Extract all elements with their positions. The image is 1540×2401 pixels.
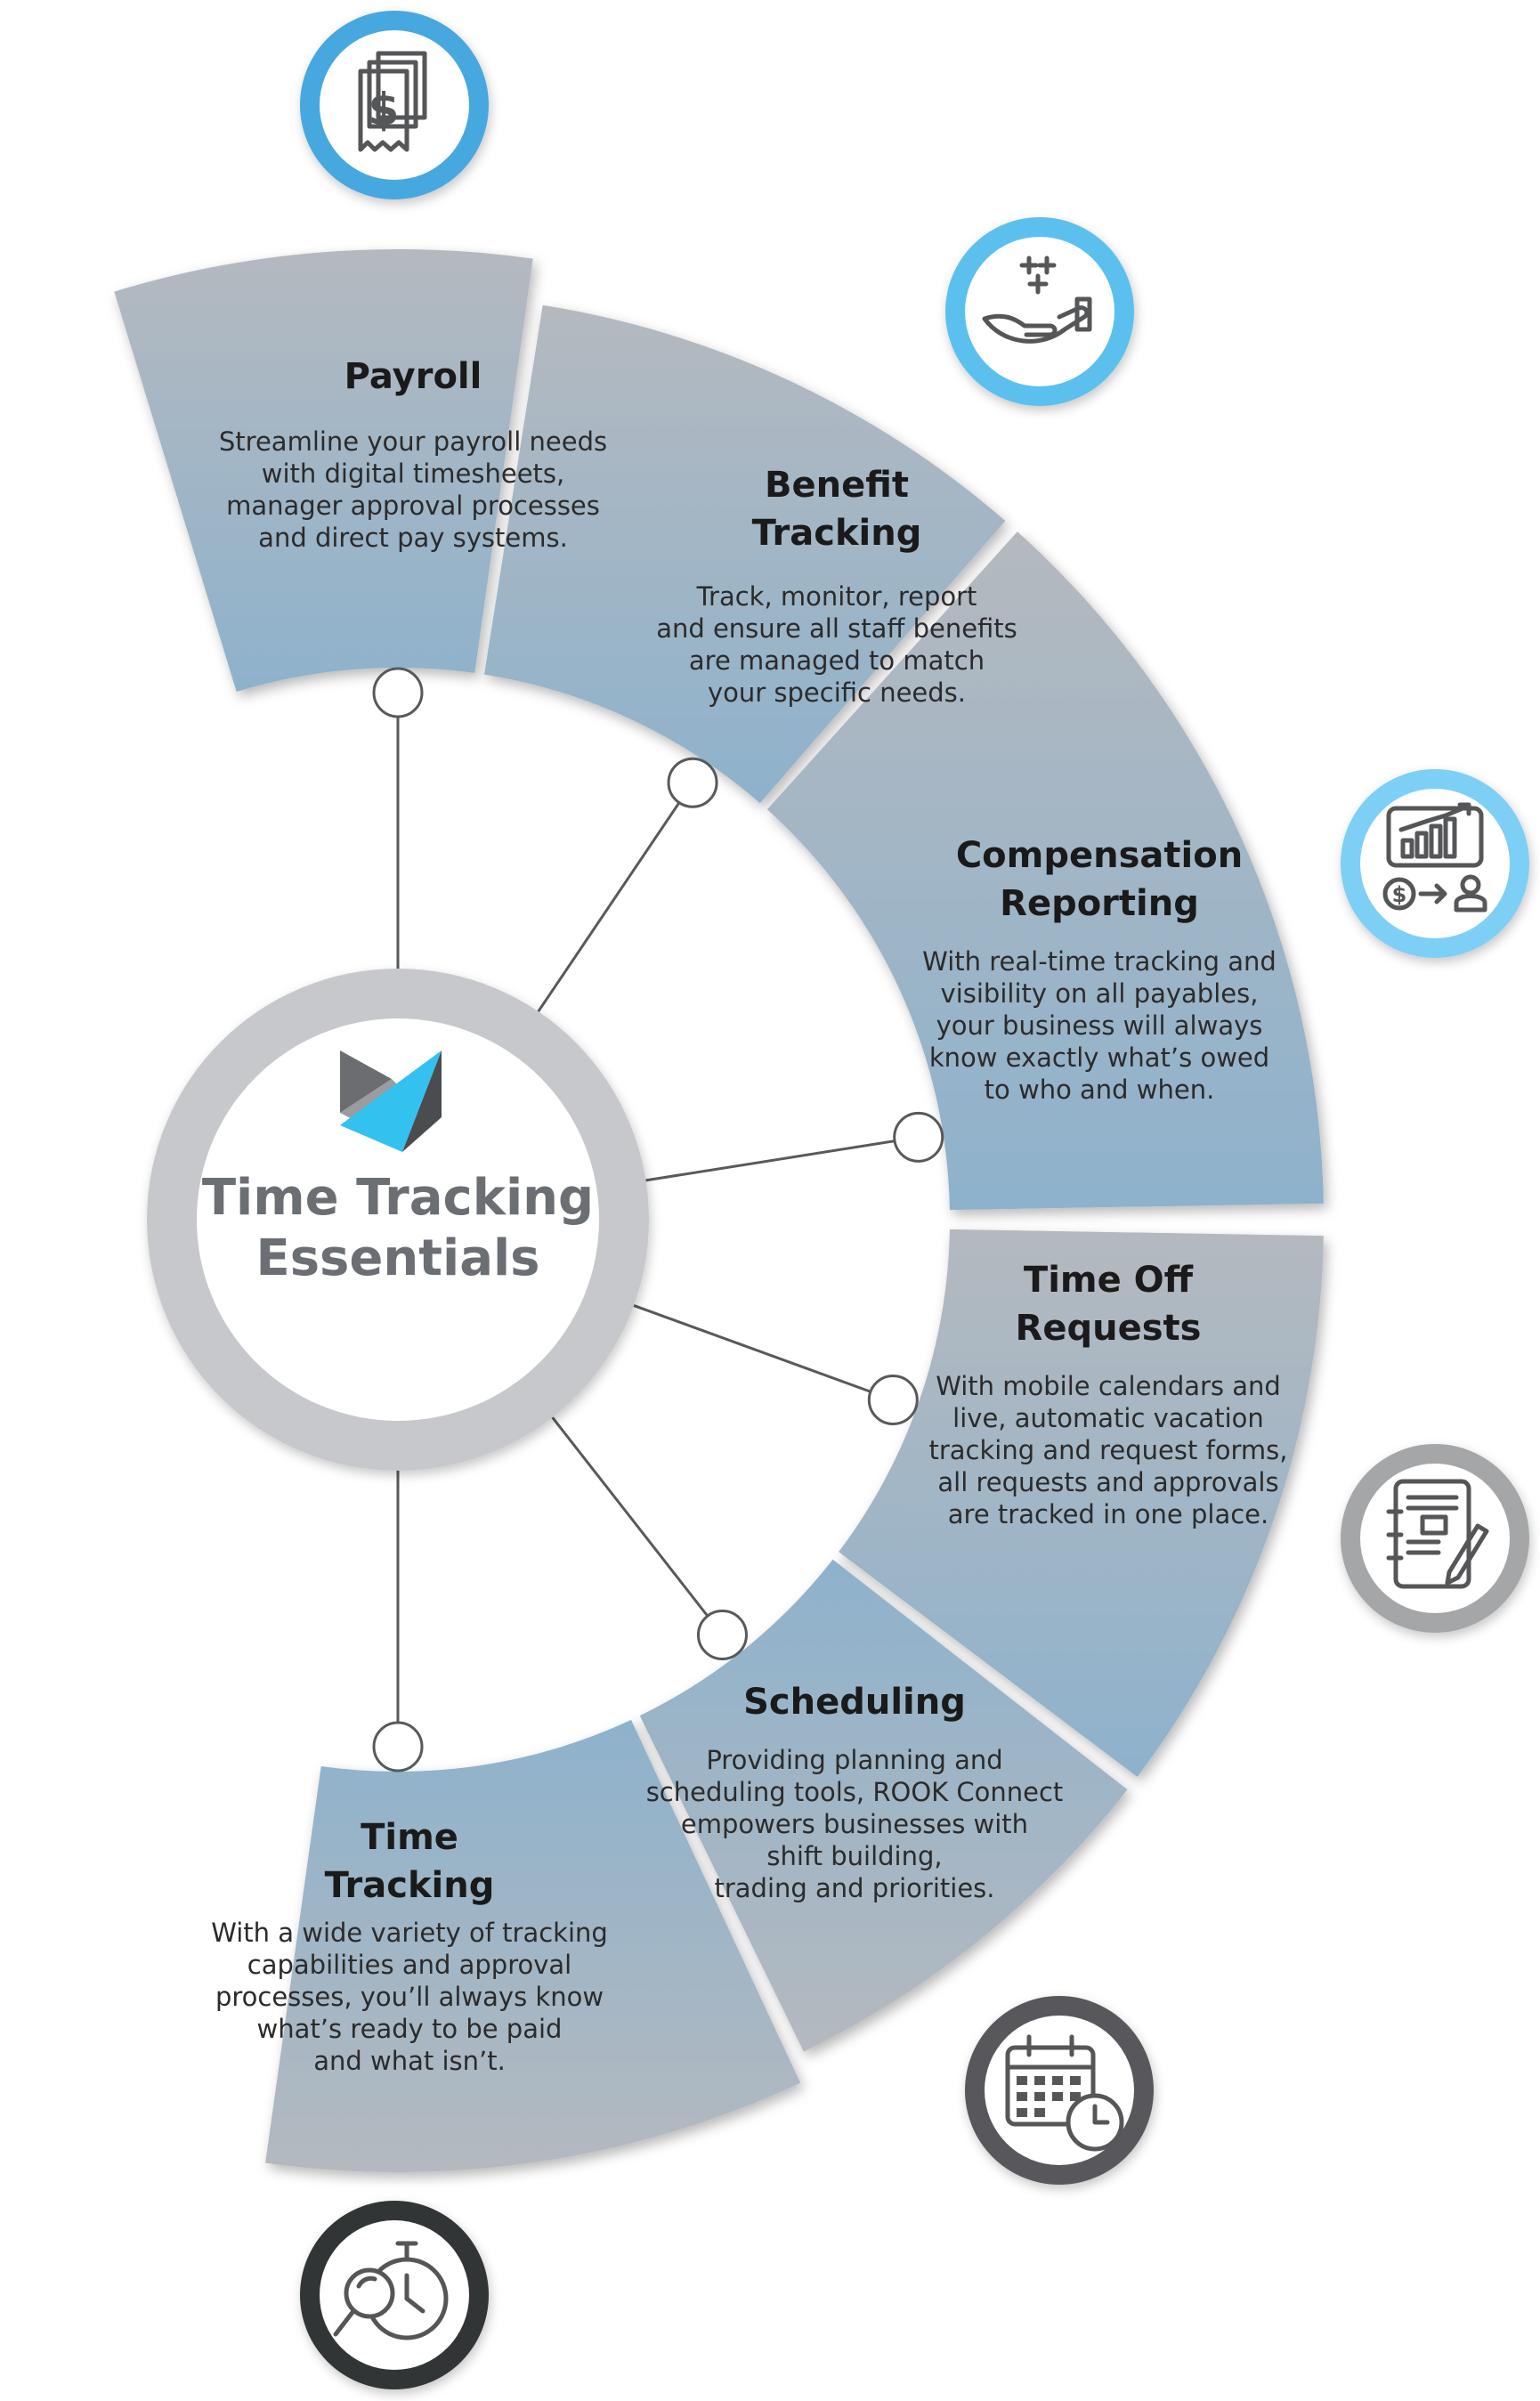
segment-description: Streamline your payroll needs with digit…	[178, 426, 648, 554]
description-line: with digital timesheets,	[261, 458, 565, 489]
center-title-line-1: Time Tracking	[201, 1169, 595, 1227]
description-line: and ensure all staff benefits	[656, 613, 1017, 644]
segment-title-line-1: Benefit	[765, 465, 909, 506]
description-line: processes, you’ll always know	[215, 1982, 604, 2012]
connector-node	[867, 1374, 919, 1425]
connector-line	[551, 1416, 724, 1636]
center-title: Time Tracking Essentials	[193, 1168, 603, 1289]
description-line: all requests and approvals	[937, 1467, 1279, 1497]
icon-badge-payroll: $	[300, 11, 489, 199]
segment-shape-payroll	[114, 249, 533, 693]
description-line: are managed to match	[688, 645, 985, 676]
description-line: tracking and request forms,	[928, 1435, 1288, 1465]
connector-node	[667, 757, 718, 808]
center-title-line-2: Essentials	[255, 1229, 540, 1287]
segment-scheduling: Scheduling Providing planning and schedu…	[623, 1678, 1086, 1904]
rook-logo-icon	[340, 1050, 442, 1152]
connector-node	[372, 1721, 424, 1772]
description-line: know exactly what’s owed	[928, 1042, 1270, 1073]
segment-shape-time-off-requests	[839, 1229, 1324, 1777]
description-line: capabilities and approval	[247, 1950, 572, 1980]
segment-shape-time-tracking	[265, 1719, 801, 2172]
segment-description: Track, monitor, report and ensure all st…	[614, 580, 1059, 709]
segment-payroll: Payroll Streamline your payroll needs wi…	[178, 353, 648, 554]
description-line: shift building,	[766, 1841, 943, 1871]
connector-node	[696, 1610, 748, 1661]
segment-benefit-tracking: Benefit Tracking Track, monitor, report …	[614, 461, 1059, 709]
segment-title-line-1: Time	[361, 1817, 458, 1858]
time-off-form-icon	[1386, 1479, 1489, 1589]
segment-title-line-2: Reporting	[1000, 883, 1199, 924]
segment-compensation-reporting: Compensation Reporting With real-time tr…	[890, 831, 1309, 1106]
stopwatch-search-icon	[333, 2241, 449, 2340]
icon-badge-scheduling	[965, 1996, 1154, 2185]
connector-line	[645, 1135, 919, 1182]
description-line: live, automatic vacation	[952, 1403, 1264, 1433]
icon-badge-compensation-reporting: $	[1341, 769, 1529, 958]
description-line: Providing planning and	[706, 1745, 1003, 1775]
segment-title: Payroll	[344, 356, 482, 397]
svg-text:$: $	[369, 84, 400, 135]
calendar-clock-icon	[1005, 2034, 1124, 2152]
payroll-receipt-icon: $	[358, 51, 427, 152]
description-line: your business will always	[936, 1010, 1263, 1041]
icon-badge-time-tracking	[300, 2201, 489, 2389]
description-line: With a wide variety of tracking	[211, 1918, 608, 1948]
svg-text:$: $	[1392, 882, 1407, 907]
description-line: manager approval processes	[226, 491, 600, 521]
segment-title-line-2: Tracking	[324, 1865, 495, 1906]
icon-badge-benefit-tracking	[945, 217, 1134, 406]
center-hub	[147, 969, 649, 1471]
segment-shape-benefit-tracking	[483, 304, 1006, 804]
description-line: empowers businesses with	[680, 1809, 1029, 1839]
description-line: your specific needs.	[707, 677, 966, 708]
description-line: visibility on all payables,	[940, 978, 1259, 1009]
description-line: scheduling tools, ROOK Connect	[645, 1777, 1064, 1807]
description-line: With mobile calendars and	[936, 1371, 1281, 1401]
description-line: trading and priorities.	[714, 1873, 995, 1903]
description-line: to who and when.	[984, 1075, 1215, 1105]
benefit-hand-icon	[982, 256, 1092, 344]
segment-description: With a wide variety of tracking capabili…	[178, 1917, 641, 2077]
connector-node	[372, 667, 424, 718]
icon-badge-time-off-requests	[1341, 1444, 1529, 1633]
segment-time-tracking: Time Tracking With a wide variety of tra…	[178, 1813, 641, 2077]
connector-line	[633, 1304, 894, 1401]
segment-title-line-1: Compensation	[955, 835, 1244, 876]
segment-title-line-2: Requests	[1015, 1308, 1202, 1349]
description-line: are tracked in one place.	[947, 1499, 1269, 1529]
description-line: Track, monitor, report	[696, 581, 977, 612]
segment-title: Scheduling	[743, 1682, 966, 1723]
description-line: and what isn’t.	[313, 2046, 506, 2076]
segment-title-line-2: Tracking	[751, 513, 922, 554]
segment-description: Providing planning and scheduling tools,…	[623, 1744, 1086, 1904]
segment-shape-compensation-reporting	[766, 531, 1324, 1211]
segment-description: With real-time tracking and visibility o…	[890, 945, 1309, 1106]
connector-node	[893, 1111, 944, 1163]
segment-description: With mobile calendars and live, automati…	[899, 1370, 1317, 1530]
description-line: and direct pay systems.	[258, 523, 568, 553]
compensation-report-icon: $	[1382, 802, 1487, 913]
segment-time-off-requests: Time Off Requests With mobile calendars …	[899, 1256, 1317, 1530]
connector-line	[537, 782, 694, 1013]
description-line: With real-time tracking and	[922, 946, 1277, 977]
segment-shape-scheduling	[639, 1559, 1128, 2052]
description-line: Streamline your payroll needs	[218, 426, 608, 457]
description-line: what’s ready to be paid	[256, 2014, 563, 2044]
segment-title-line-1: Time Off	[1023, 1260, 1194, 1301]
hub-inner-disc	[197, 1018, 599, 1421]
